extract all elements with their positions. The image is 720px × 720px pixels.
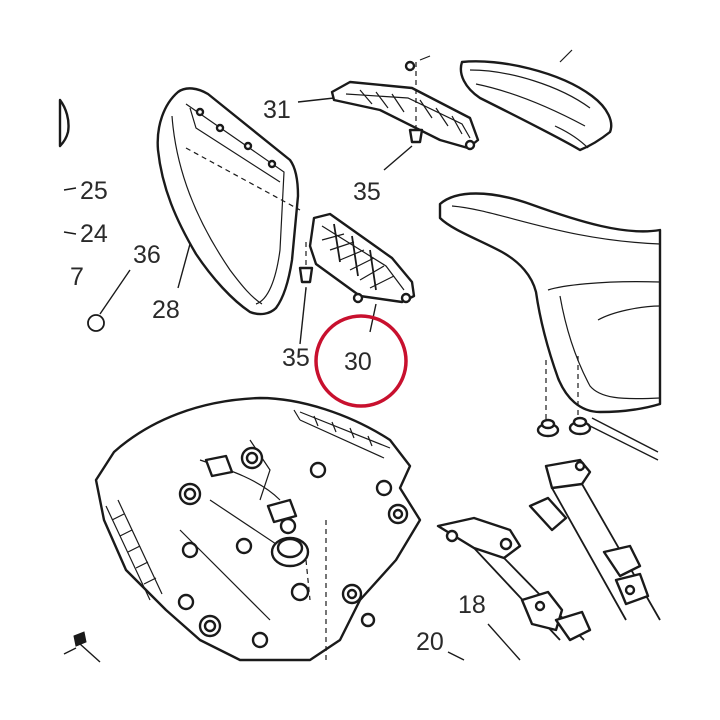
rear-seat — [438, 192, 662, 420]
callout-30: 30 — [344, 348, 372, 376]
callout-20: 20 — [416, 628, 444, 656]
leader-lines — [63, 97, 521, 661]
upper-tail-cover — [459, 49, 613, 152]
upper-screw-axis — [408, 55, 431, 144]
part-30-lower-grille — [308, 212, 416, 304]
part-31-upper-grille — [330, 60, 480, 151]
callout-25: 25 — [80, 177, 108, 205]
subframe-rails — [436, 458, 661, 642]
lower-screw-axis — [298, 242, 314, 290]
callout-35-upper: 35 — [353, 178, 381, 206]
part-28-side-panel — [156, 87, 301, 316]
callout-36: 36 — [133, 241, 161, 269]
undertray-assembly — [94, 396, 422, 662]
callout-35-lower: 35 — [282, 344, 310, 372]
highlight-circle-part-30 — [314, 314, 408, 408]
callout-labels: 31 35 25 24 7 36 28 35 30 18 20 — [70, 96, 486, 656]
left-edge-partial-part — [58, 98, 70, 148]
callout-7: 7 — [70, 263, 84, 291]
callout-31: 31 — [263, 96, 291, 124]
callout-24: 24 — [80, 220, 108, 248]
bottom-left-bolt — [63, 631, 101, 663]
seat-mount-nuts — [536, 416, 659, 461]
callout-18: 18 — [458, 591, 486, 619]
callout-28: 28 — [152, 296, 180, 324]
part-36-o-ring — [87, 314, 105, 332]
